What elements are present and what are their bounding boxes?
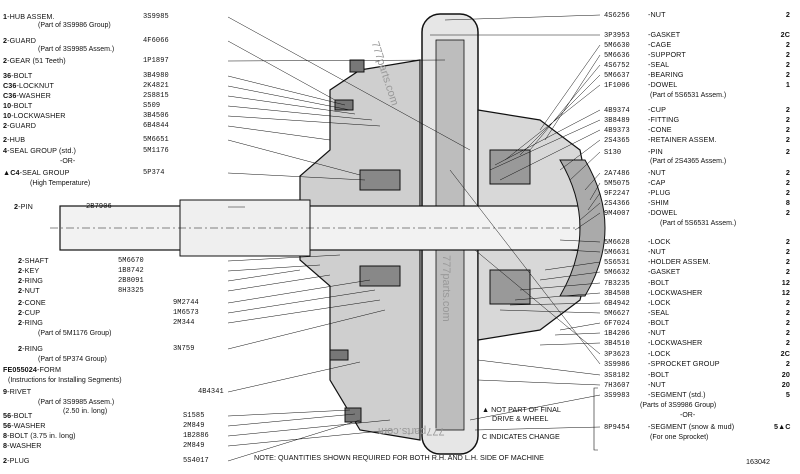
- right-part-row: 2S4365-RETAINER ASSEM.2: [604, 135, 790, 146]
- left-note-guard-assem: (Part of 3S9985 Assem.): [38, 46, 115, 53]
- left-note-part-5p374: (Part of 5P374 Group): [38, 356, 107, 363]
- right-note-part-2s4365: (Part of 2S4365 Assem.): [650, 158, 727, 165]
- left-note-or: -OR-: [60, 158, 76, 165]
- figure-number: 163042: [746, 457, 770, 466]
- right-note-part-5s6531: (Part of 5S6531 Assem.): [650, 92, 727, 99]
- right-part-row: 5S6531-HOLDER ASSEM.2: [604, 257, 790, 268]
- left-note-part-3s9985: (Part of 3S9985 Assem.): [38, 399, 115, 406]
- watermark-mid: 777parts.com: [440, 255, 452, 322]
- watermark-bottom: 777parts.com: [378, 425, 445, 437]
- left-note-high-temp: (High Temperature): [30, 180, 91, 187]
- legend-not-part-2: DRIVE & WHEEL: [492, 414, 549, 423]
- right-note-or: -OR-: [680, 412, 696, 419]
- leader-lines: [227, 14, 601, 462]
- left-part-row: FE055024-FORM: [3, 365, 62, 374]
- right-part-row: 8P9454-SEGMENT (snow & mud)5▲C: [604, 422, 791, 433]
- left-note-instructions: (Instructions for Installing Segments): [8, 377, 122, 384]
- left-note-bolt-long: (2.50 in. long): [63, 408, 108, 415]
- left-part-row: 2-GEAR (51 Teeth)1P1897: [3, 56, 169, 66]
- legend-change: C INDICATES CHANGE: [482, 432, 560, 441]
- right-note-part-5s6531-b: (Part of 5S6531 Assem.): [660, 220, 737, 227]
- segment-bracket: [593, 387, 598, 451]
- left-note-part-5m1176: (Part of 5M1176 Group): [38, 330, 112, 337]
- left-note-hub-group: (Part of 3S9986 Group): [38, 22, 111, 29]
- seal-upper: [359, 169, 401, 191]
- right-note-parts-3s9986: (Parts of 3S9986 Group): [640, 402, 717, 409]
- legend-not-part-1: ▲ NOT PART OF FINAL: [482, 405, 561, 414]
- left-part-row: 8-BOLT (3.75 in. long)1B2886: [3, 431, 209, 441]
- bearing-lower: [489, 269, 531, 305]
- right-note-for-one: (For one Sprocket): [650, 434, 709, 441]
- left-part-row: 4-SEAL GROUP (std.)5M1176: [3, 146, 169, 156]
- right-part-row: 3S9983-SEGMENT (std.)5: [604, 390, 790, 401]
- left-part-row: 56-BOLT(2.50 in. long)S1585: [3, 408, 205, 420]
- seal-lower: [359, 265, 401, 287]
- left-part-row: 1-HUB ASSEM.3S9985: [3, 12, 169, 22]
- footer-note: NOTE: QUANTITIES SHOWN REQUIRED FOR BOTH…: [254, 453, 544, 462]
